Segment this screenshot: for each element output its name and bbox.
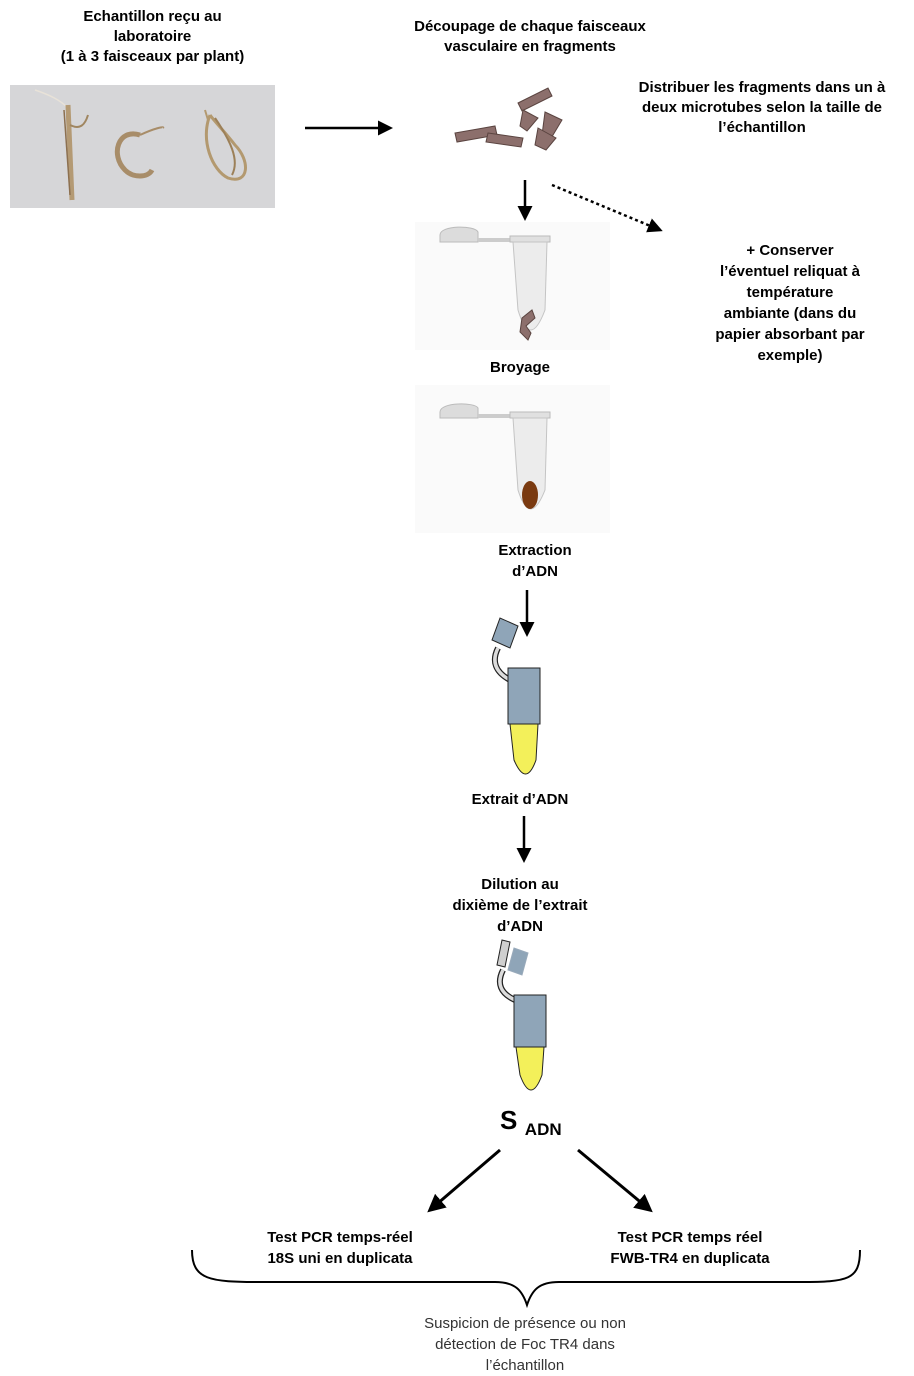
dotted-arrow-conserve	[551, 183, 663, 233]
test-right-label: Test PCR temps réel FWB-TR4 en duplicata	[610, 1229, 770, 1267]
cutting-label: Découpage de chaque faisceaux vasculaire…	[414, 18, 646, 55]
tube-fragment	[415, 222, 610, 350]
grinding-label: Broyage	[489, 359, 551, 376]
extract-label: Extrait d’ADN	[471, 791, 569, 808]
tube-pellet	[415, 385, 610, 533]
sample-photo	[10, 85, 275, 208]
arrow-test-right	[577, 1148, 653, 1213]
fragments	[454, 87, 563, 151]
extraction-label: Extraction d’ADN	[498, 542, 572, 580]
curly-brace	[191, 1249, 861, 1309]
conserve-label: + Conserver l’éventuel reliquat à tempér…	[715, 242, 865, 364]
test-left-label: Test PCR temps-réel 18S uni en duplicata	[267, 1229, 413, 1267]
s-sub: ADN	[524, 1120, 562, 1139]
conclusion-label: Suspicion de présence ou non détection d…	[424, 1315, 626, 1374]
arrow-test-left	[427, 1148, 501, 1213]
tube-dilution	[496, 939, 547, 1091]
distribute-label: Distribuer les fragments dans un à deux …	[638, 79, 886, 136]
s-main: S	[500, 1105, 518, 1135]
s-adn-label: S ADN	[500, 1105, 562, 1139]
dilution-label: Dilution au dixième de l’extrait d’ADN	[452, 876, 588, 935]
sample-label: Echantillon reçu au laboratoire (1 à 3 f…	[60, 8, 245, 65]
tube-extract	[491, 617, 541, 775]
